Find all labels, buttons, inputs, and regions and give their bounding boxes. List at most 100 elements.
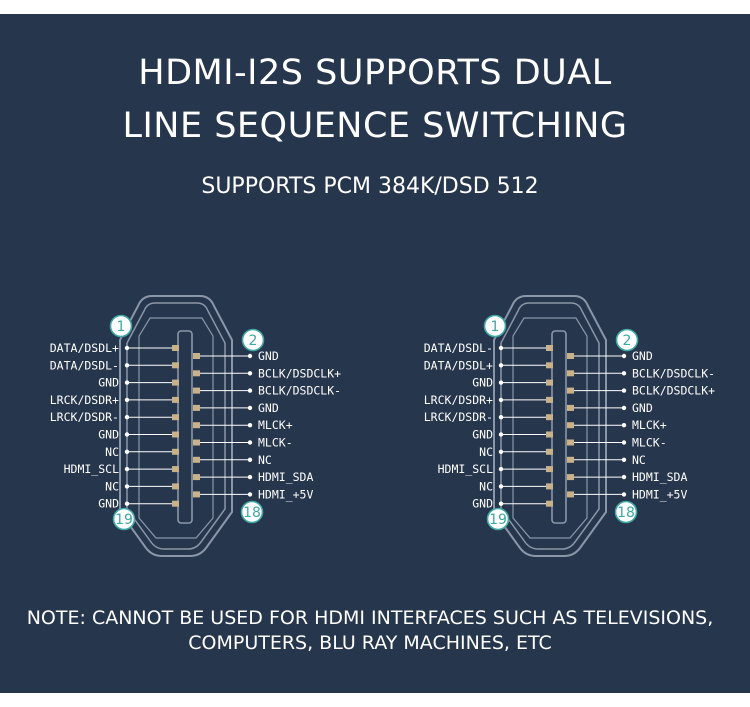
pin-number-top-left: 1	[117, 319, 126, 335]
pin-dot	[621, 371, 627, 376]
pin-contact	[567, 439, 574, 446]
pin-dot	[247, 388, 253, 393]
pin-contact	[172, 396, 179, 403]
pin-contact	[172, 345, 179, 351]
pin-contact	[172, 431, 179, 438]
pin-contact	[567, 422, 574, 429]
pin-label-right: MLCK-	[632, 436, 667, 450]
pin-contact	[193, 387, 200, 394]
note-line-2: COMPUTERS, BLU RAY MACHINES, ETC	[188, 632, 552, 654]
pin-contact	[546, 362, 553, 369]
pin-number-top-right: 2	[623, 333, 632, 349]
pin-label-right: NC	[632, 453, 646, 467]
pin-dot	[247, 353, 253, 359]
pin-dot	[124, 501, 130, 506]
pin-dot	[124, 380, 130, 385]
pin-label-right: HDMI_SDA	[258, 470, 313, 484]
connector-outline-inner	[500, 302, 600, 550]
pin-number-bottom-left: 19	[115, 512, 133, 528]
pin-dot	[621, 457, 627, 462]
pin-contact	[193, 491, 200, 498]
pin-label-left: LRCK/DSDR+	[424, 393, 493, 407]
connector-1: DATA/DSDL+DATA/DSDL-GNDLRCK/DSDR+LRCK/DS…	[50, 295, 341, 557]
pin-label-left: HDMI_SCL	[64, 462, 119, 476]
title-line-2: LINE SEQUENCE SWITCHING	[122, 106, 628, 146]
pin-dot	[124, 484, 130, 489]
pin-dot	[247, 474, 253, 480]
connector-cavity	[138, 317, 214, 539]
pin-label-right: GND	[632, 401, 653, 415]
pin-number-bottom-right: 18	[243, 505, 261, 521]
pin-label-right: GND	[258, 349, 279, 363]
pin-number-top-left: 1	[491, 319, 500, 335]
pin-contact	[172, 483, 179, 490]
connector-outline	[119, 295, 233, 557]
pin-label-left: GND	[472, 497, 493, 511]
pin-label-left: GND	[98, 428, 119, 442]
pin-dot	[498, 397, 504, 403]
pin-dot	[124, 432, 130, 437]
connector-2: DATA/DSDL- DATA/DSDL+ GND LRCK/DSDR+ LRCK/DS…	[424, 295, 715, 557]
pin-dot	[621, 440, 627, 445]
pin-label-left: GND	[98, 497, 119, 511]
pin-label-right: GND	[258, 401, 279, 415]
pin-contact	[546, 396, 553, 403]
pin-label-left: GND	[98, 376, 119, 390]
connector-outline-inner	[126, 302, 226, 550]
pin-contact	[546, 414, 553, 421]
pin-number-badge	[614, 500, 638, 524]
pin-label-right: BCLK/DSDCLK-	[258, 384, 341, 398]
pin-contact	[172, 500, 179, 507]
pin-contact	[567, 353, 574, 359]
pin-number-top-right: 2	[249, 333, 258, 349]
pin-dot	[621, 474, 627, 480]
pin-contact	[567, 456, 574, 463]
pin-label-left: LRCK/DSDR-	[424, 410, 493, 424]
pin-contact	[172, 466, 179, 473]
pin-dot	[124, 415, 130, 420]
pin-dot	[621, 388, 627, 393]
pin-label-left: DATA/DSDL+	[50, 341, 119, 355]
pin-label-left: DATA/DSDL+	[424, 358, 493, 372]
pin-dot	[124, 466, 130, 472]
pin-number-badge	[109, 314, 133, 338]
pin-contact	[546, 500, 553, 507]
pin-dot	[621, 353, 627, 359]
pin-dot	[247, 405, 253, 411]
pin-contact	[567, 387, 574, 394]
pin-label-left: DATA/DSDL-	[424, 341, 493, 355]
pin-label-right: BCLK/DSDCLK+	[632, 384, 715, 398]
pin-contact	[172, 379, 179, 386]
pin-contact	[193, 456, 200, 463]
pin-dot	[124, 345, 130, 351]
pin-label-right: GND	[632, 349, 653, 363]
pin-label-left: HDMI_SCL	[438, 462, 493, 476]
pin-dot	[124, 397, 130, 403]
connector-tongue	[177, 330, 193, 524]
pin-contact	[567, 474, 574, 481]
pin-contact	[546, 379, 553, 386]
pin-dot	[498, 449, 504, 454]
pin-dot	[124, 363, 130, 368]
pin-contact	[546, 448, 553, 455]
pin-label-right: NC	[258, 453, 272, 467]
note-line-1: NOTE: CANNOT BE USED FOR HDMI INTERFACES…	[26, 607, 714, 629]
pin-number-badge	[615, 328, 639, 352]
pin-contact	[193, 474, 200, 481]
pin-dot	[621, 405, 627, 411]
pin-contact	[193, 404, 200, 411]
pin-label-right: MLCK-	[258, 436, 293, 450]
pin-dot	[498, 415, 504, 420]
pin-number-badge	[483, 314, 507, 338]
pin-contact	[193, 422, 200, 429]
pin-label-right: MLCK+	[632, 418, 667, 432]
pin-number-bottom-right: 18	[617, 505, 635, 521]
pin-contact	[567, 404, 574, 411]
pin-label-right: HDMI_+5V	[258, 487, 313, 501]
pin-number-badge	[112, 507, 136, 531]
pin-dot	[247, 457, 253, 462]
pin-dot	[498, 345, 504, 351]
pin-dot	[498, 380, 504, 385]
pin-dot	[247, 423, 253, 428]
pin-dot	[498, 466, 504, 472]
